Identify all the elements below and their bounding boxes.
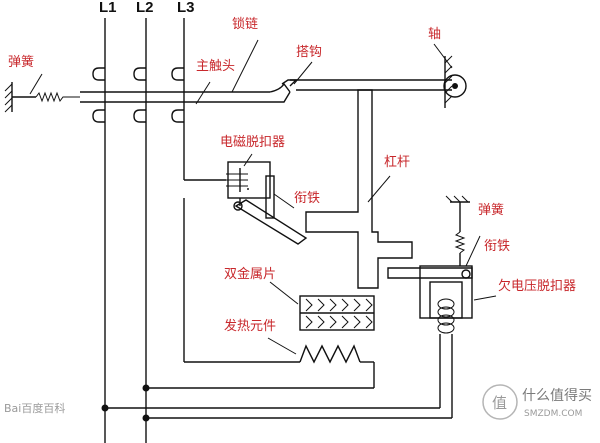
smzdm-badge-ring [482,384,518,420]
phase-label-l2: L2 [136,0,154,16]
phase-lines [104,18,185,443]
smzdm-watermark: 值 什么值得买 SMZDM.COM [482,384,592,420]
smzdm-brand-url: SMZDM.COM [524,409,582,419]
phase-label-l3: L3 [177,0,195,16]
label-uv-trip: 欠电压脱扣器 [498,278,576,294]
label-main-contact: 主触头 [196,59,235,74]
smzdm-badge-text: 值 [492,394,507,412]
main-contacts [92,67,184,123]
thermal-branch [146,198,375,389]
label-armature-left: 衔铁 [294,191,320,206]
left-wall-anchor [4,82,36,113]
shaft-pivot-pin [452,83,458,89]
lever [305,89,413,289]
bimetal-strip [299,295,375,331]
phase-label-l1: L1 [99,0,117,16]
left-spring [35,91,80,103]
label-lever: 杠杆 [384,154,410,170]
label-armature-right: 衔铁 [484,239,510,254]
junction-dot [142,414,150,422]
label-lock-chain: 锁链 [232,16,258,32]
shaft [443,55,467,108]
junction-dot [142,384,150,392]
uv-trip [105,195,473,419]
label-em-trip: 电磁脱扣器 [220,135,285,150]
lock-chain-bar [80,82,291,103]
label-heater: 发热元件 [224,318,276,334]
shaft-pivot-outer [443,74,467,98]
heater-coil [299,344,361,364]
baidu-watermark: Bai百度百科 [4,401,65,415]
smzdm-brand-text: 什么值得买 [522,387,592,404]
hook-arm [281,79,452,91]
label-spring-left: 弹簧 [8,54,34,70]
junction-dot [101,404,109,412]
label-spring-right: 弹簧 [478,202,504,218]
label-bimetal: 双金属片 [224,266,276,282]
label-shaft: 轴 [428,27,441,42]
label-hook: 搭钩 [296,44,322,60]
label-leaders [29,39,497,355]
em-trip [183,160,308,245]
